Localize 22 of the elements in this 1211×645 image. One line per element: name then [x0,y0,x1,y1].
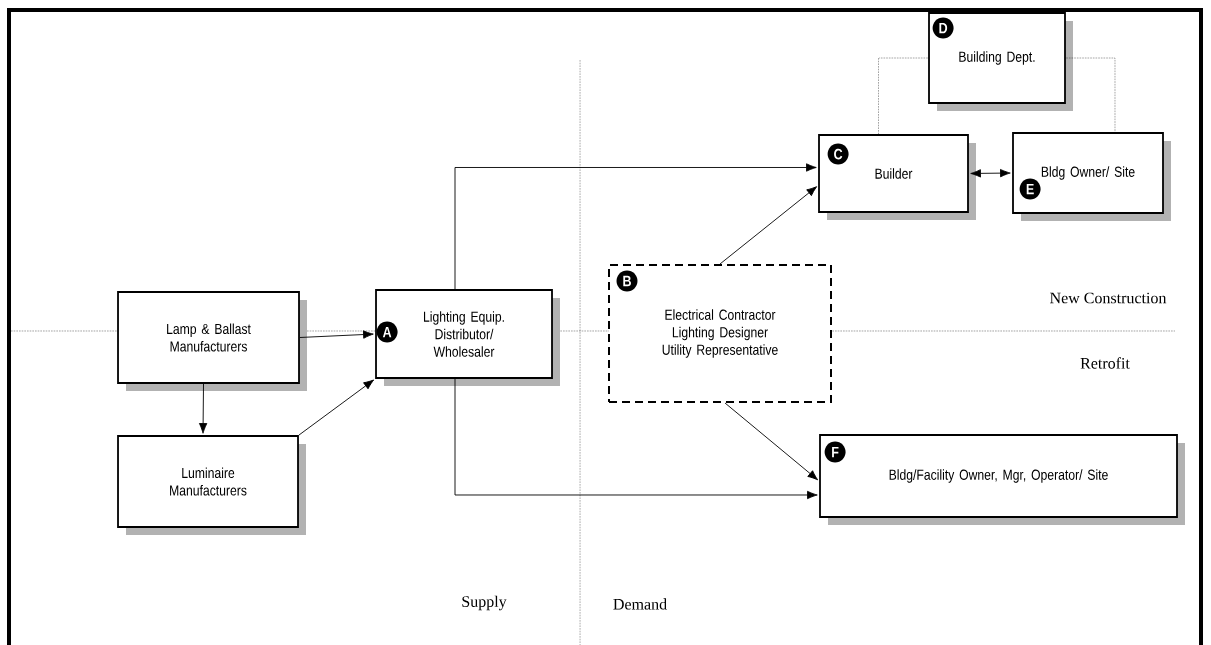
process-box: Luminaire Manufacturers [117,435,306,535]
arrow [724,402,819,481]
letter-badge: D [932,17,954,39]
arrow [454,378,818,500]
connector-line [878,57,929,135]
letter-badge: A [376,321,398,343]
arrow [299,330,374,339]
letter-badge: B [616,270,638,292]
letter-badge: F [824,441,846,463]
arrow [719,186,818,265]
region-label: Supply [462,595,507,611]
letter-badge: E [1019,178,1041,200]
arrow [198,383,208,434]
connector-line [1065,57,1116,133]
region-label: New Construction [1050,292,1167,304]
region-label: Retrofit [1080,357,1130,369]
region-label: Demand [613,598,667,610]
arrow [298,379,375,436]
arrow [454,163,817,290]
letter-badge: C [827,143,849,165]
process-box: Lamp & Ballast Manufacturers [117,291,307,391]
arrow [970,168,1011,178]
